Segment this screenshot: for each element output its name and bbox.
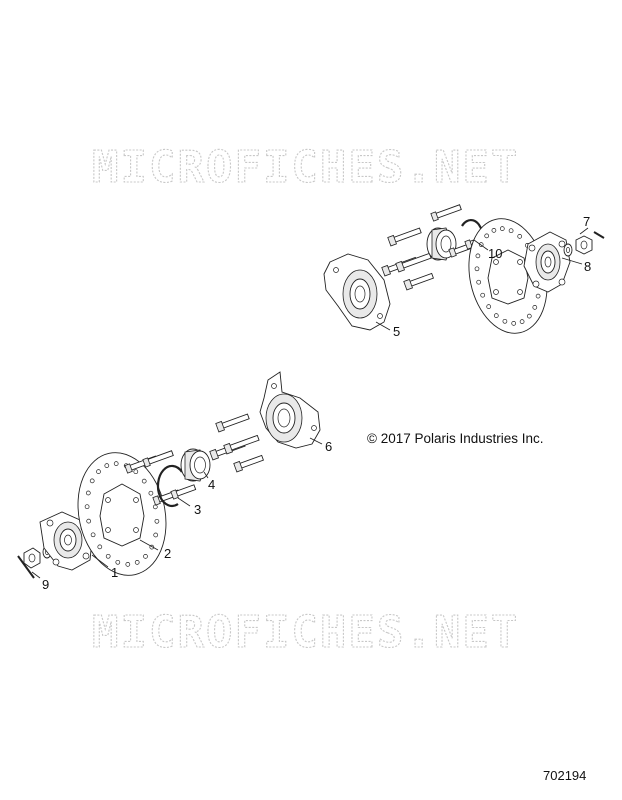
callout-1: 1 bbox=[111, 565, 118, 580]
steering-knuckle-left bbox=[259, 371, 321, 449]
callout-leaders bbox=[31, 227, 589, 579]
wheel-studs-left bbox=[124, 450, 197, 506]
callout-8: 8 bbox=[584, 259, 591, 274]
brake-disc-left bbox=[77, 452, 167, 576]
figure-number: 702194 bbox=[543, 768, 586, 783]
callout-7: 7 bbox=[583, 214, 590, 229]
knuckle-bolts-right bbox=[381, 227, 434, 291]
wheel-hub-right bbox=[523, 231, 571, 293]
callout-6: 6 bbox=[325, 439, 332, 454]
wheel-hub-left bbox=[39, 511, 93, 571]
axle-nut-right bbox=[563, 231, 605, 257]
copyright-notice: © 2017 Polaris Industries Inc. bbox=[367, 431, 544, 446]
callout-2: 2 bbox=[164, 546, 171, 561]
bearing-left bbox=[180, 448, 211, 482]
callout-5: 5 bbox=[393, 324, 400, 339]
knuckle-bolts-left bbox=[209, 413, 264, 473]
watermark-bottom: MICROFICHES.NET bbox=[92, 607, 519, 658]
callout-3: 3 bbox=[194, 502, 201, 517]
callout-9: 9 bbox=[42, 577, 49, 592]
callout-10: 10 bbox=[488, 246, 502, 261]
callout-4: 4 bbox=[208, 477, 215, 492]
snap-ring-left bbox=[156, 464, 183, 507]
watermark-top: MICROFICHES.NET bbox=[92, 142, 519, 193]
steering-knuckle-right bbox=[323, 253, 391, 331]
